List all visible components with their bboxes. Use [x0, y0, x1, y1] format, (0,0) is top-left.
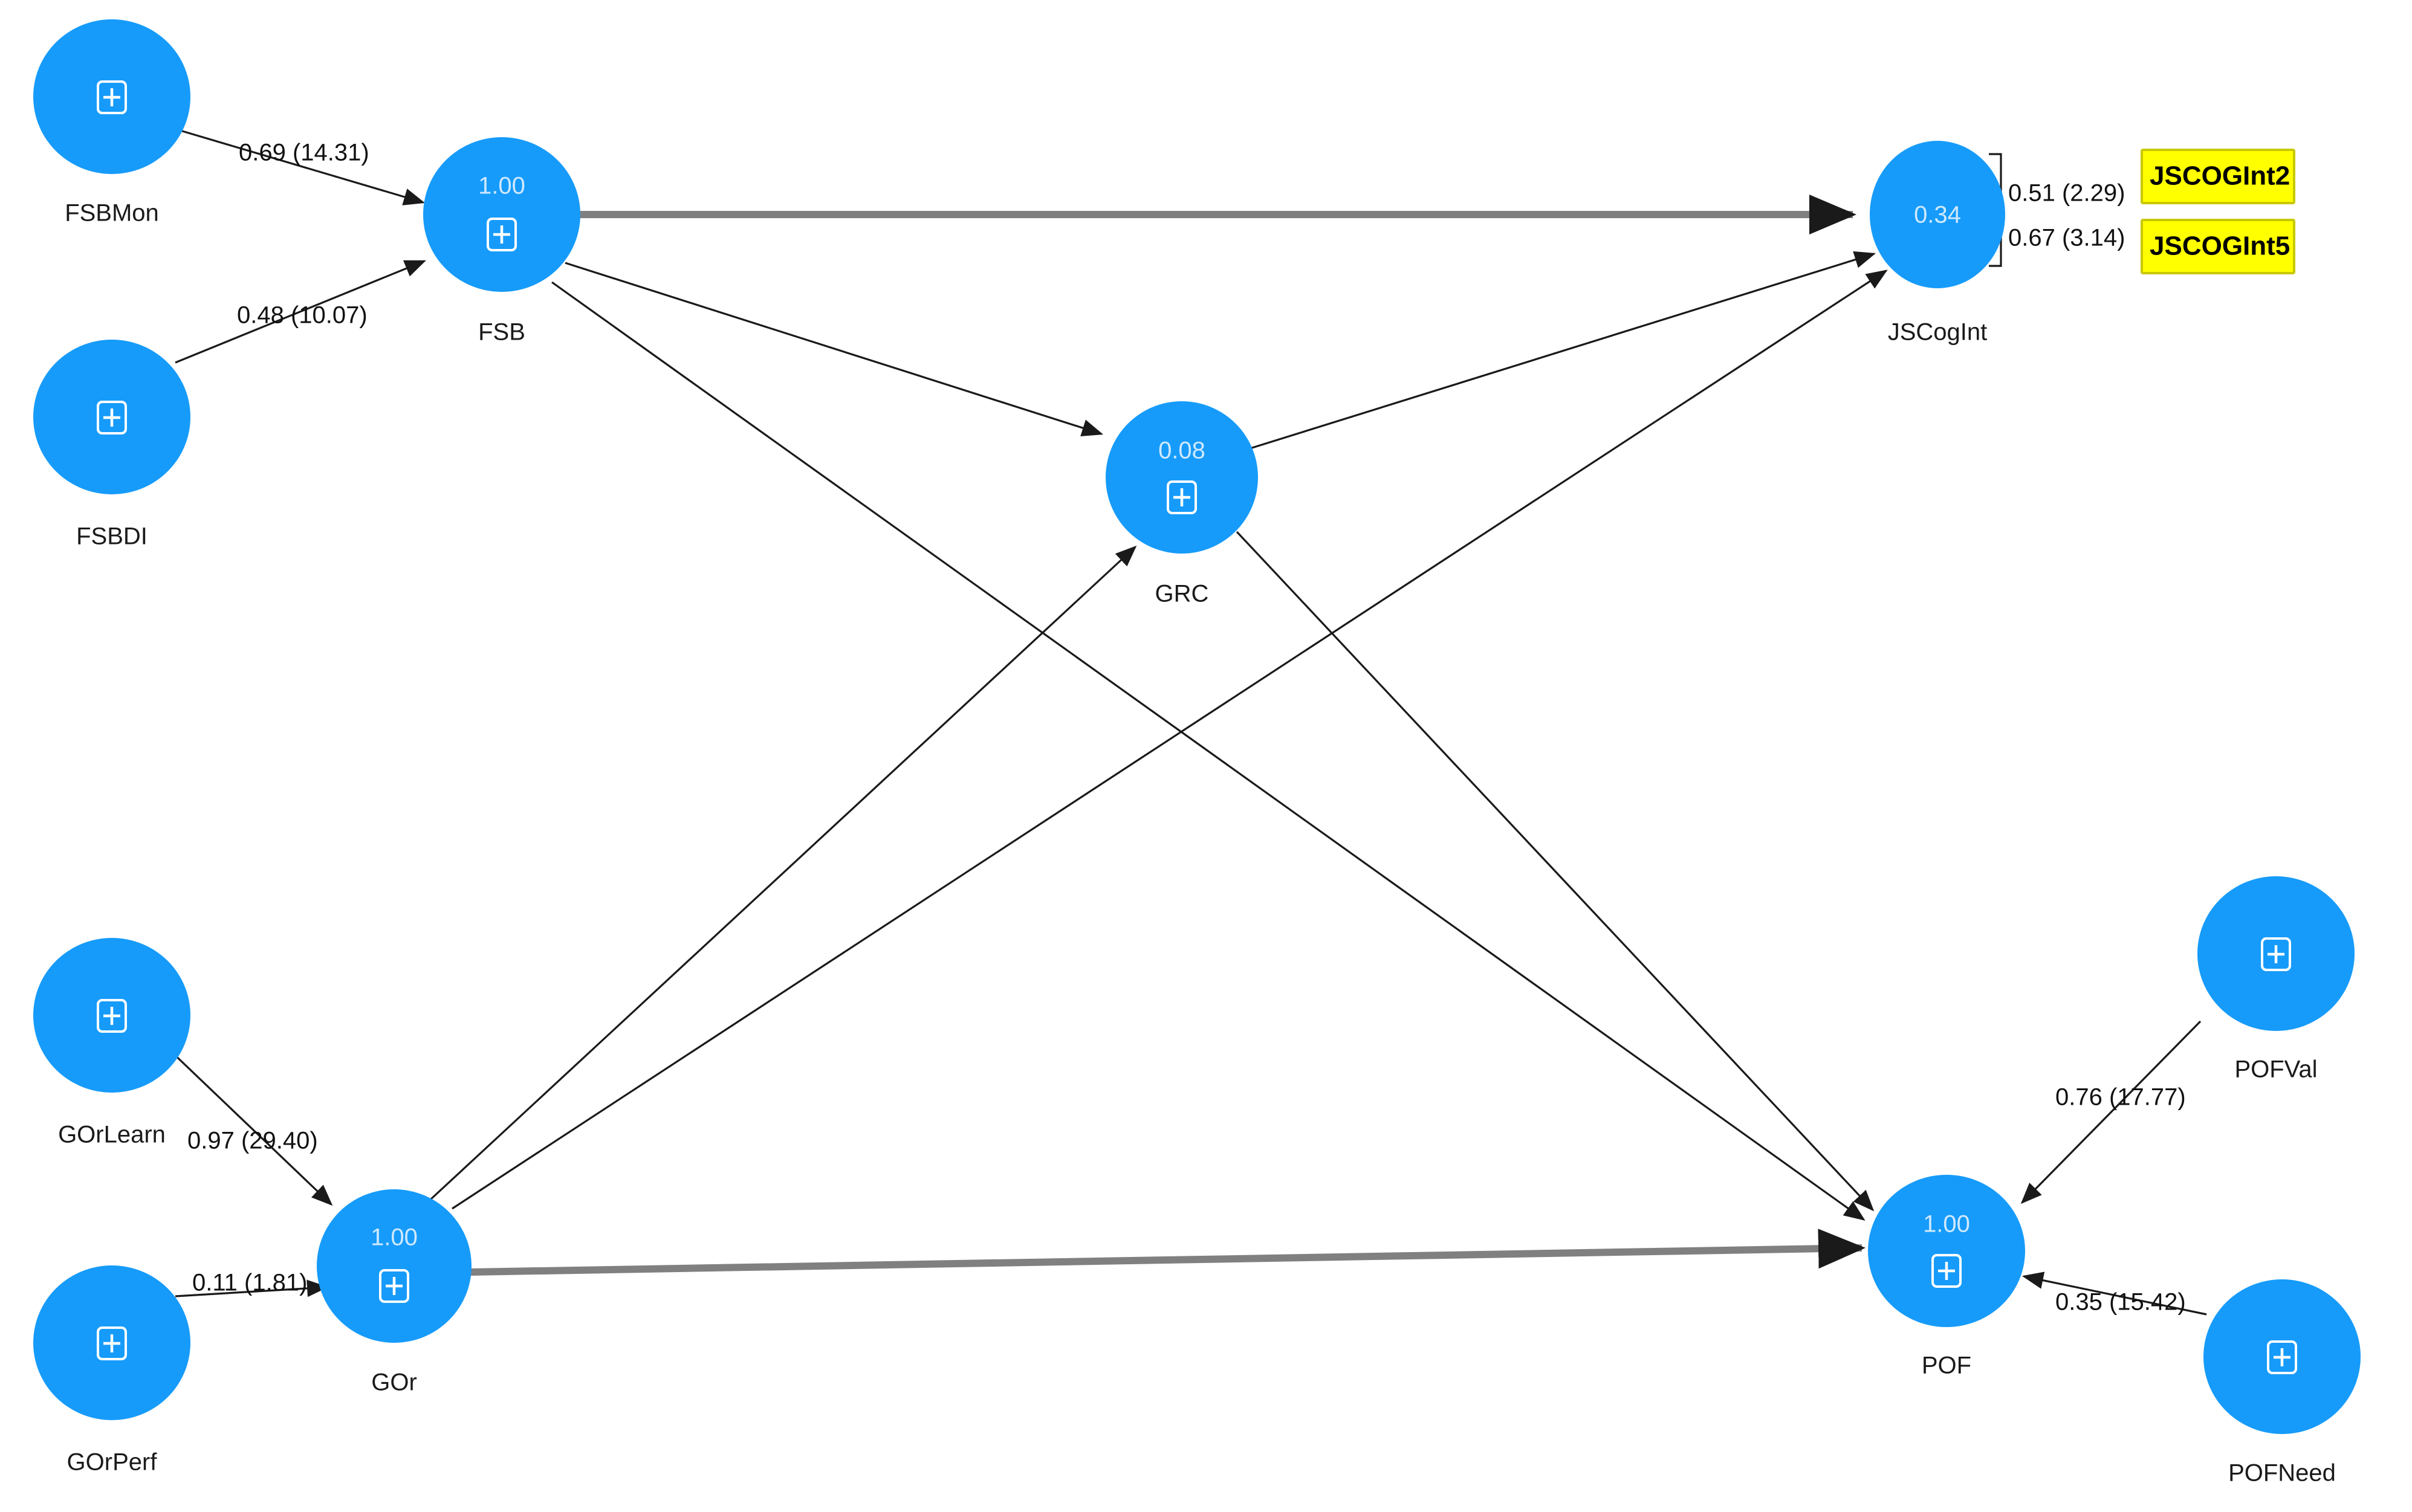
path-fsb-to-grc — [565, 262, 1104, 436]
path-line — [175, 1279, 329, 1297]
node-fsbdi[interactable]: FSBDI — [33, 340, 190, 550]
path-line — [470, 1229, 1866, 1276]
node-caption: JSCogInt — [1888, 319, 1988, 346]
path-gorlearn-to-gor — [168, 1048, 333, 1206]
path-grc-to-pof — [1236, 531, 1875, 1212]
plus-icon[interactable] — [97, 401, 127, 435]
path-line — [452, 270, 1888, 1210]
plus-icon[interactable] — [487, 218, 517, 251]
plus-icon[interactable] — [2261, 937, 2291, 971]
path-gor-to-jscogint — [452, 270, 1888, 1210]
path-line — [175, 260, 426, 364]
node-gorperf[interactable]: GOrPerf — [33, 1265, 190, 1476]
edge-label-pofneed-pof: 0.35 (15.42) — [2055, 1289, 2186, 1316]
edge-label-fsbdi-fsb: 0.48 (10.07) — [237, 302, 368, 329]
node-caption: FSB — [478, 319, 525, 346]
path-fsb-to-pof — [551, 281, 1866, 1221]
path-pofneed-to-pof — [2021, 1271, 2207, 1316]
path-line — [1236, 531, 1875, 1212]
indicator-label: JSCOGInt5 — [2150, 231, 2290, 261]
node-circle[interactable] — [317, 1189, 472, 1343]
node-circle[interactable] — [423, 137, 580, 292]
path-line — [429, 545, 1137, 1201]
node-caption: GRC — [1155, 581, 1209, 607]
node-grc[interactable]: 0.08 GRC — [1106, 401, 1258, 607]
indicator-box[interactable] — [2141, 149, 2295, 204]
path-fsbmon-to-fsb — [178, 129, 426, 205]
path-gor-to-pof — [470, 1229, 1866, 1276]
node-pofval[interactable]: POFVal — [2197, 876, 2355, 1083]
indicator-jscogint5[interactable]: JSCOGInt5 — [2141, 219, 2295, 274]
plus-icon[interactable] — [97, 80, 127, 114]
node-fsbmon[interactable]: FSBMon — [33, 19, 190, 227]
indicator-box[interactable] — [2141, 219, 2295, 274]
path-line — [565, 262, 1104, 436]
path-grc-to-jscogint — [1250, 251, 1876, 450]
path-gorperf-to-gor — [175, 1279, 329, 1297]
path-pofval-to-pof — [2020, 1020, 2202, 1204]
node-circle[interactable] — [1870, 141, 2005, 288]
node-fsb[interactable]: 1.00 FSB — [423, 137, 580, 346]
node-caption: GOr — [371, 1369, 417, 1396]
plus-icon[interactable] — [97, 999, 127, 1033]
node-caption: POFNeed — [2228, 1460, 2336, 1487]
node-gorlearn[interactable]: GOrLearn — [33, 938, 190, 1148]
node-pof[interactable]: 1.00 POF — [1868, 1175, 2025, 1379]
indicator-jscogint2[interactable]: JSCOGInt2 — [2141, 149, 2295, 204]
node-pofneed[interactable]: POFNeed — [2203, 1279, 2361, 1487]
plus-icon[interactable] — [2267, 1340, 2297, 1374]
edge-label-jscogint-ind2: 0.51 (2.29) — [2008, 180, 2125, 207]
path-line — [168, 1048, 333, 1206]
node-gor[interactable]: 1.00 GOr — [317, 1189, 472, 1396]
node-caption: GOrPerf — [67, 1449, 158, 1476]
path-line — [551, 281, 1866, 1221]
plus-icon[interactable] — [97, 1326, 127, 1360]
node-caption: POFVal — [2234, 1056, 2317, 1083]
edge-label-fsbmon-fsb: 0.69 (14.31) — [239, 140, 369, 166]
plus-icon[interactable] — [1167, 480, 1197, 514]
edge-label-jscogint-ind5: 0.67 (3.14) — [2008, 225, 2125, 251]
indicator-label: JSCOGInt2 — [2150, 161, 2290, 191]
path-line — [178, 129, 426, 205]
node-caption: FSBDI — [76, 523, 148, 550]
plus-icon[interactable] — [379, 1269, 409, 1303]
plus-icon[interactable] — [1931, 1254, 1962, 1288]
node-caption: FSBMon — [65, 200, 159, 227]
path-line — [2021, 1271, 2207, 1316]
node-circle[interactable] — [1868, 1175, 2025, 1327]
node-caption: GOrLearn — [58, 1122, 166, 1148]
edge-label-gorperf-gor: 0.11 (1.81) — [192, 1270, 308, 1296]
path-line — [2020, 1020, 2202, 1204]
edge-label-gorlearn-gor: 0.97 (29.40) — [187, 1128, 318, 1154]
path-fsbdi-to-fsb — [175, 260, 426, 364]
node-caption: POF — [1922, 1352, 1971, 1379]
node-circle[interactable] — [1106, 401, 1258, 554]
node-jscogint[interactable]: 0.34 JSCogInt — [1870, 141, 2005, 346]
path-line — [1250, 251, 1876, 450]
edge-label-pofval-pof: 0.76 (17.77) — [2055, 1084, 2186, 1111]
path-gor-to-grc — [429, 545, 1137, 1201]
